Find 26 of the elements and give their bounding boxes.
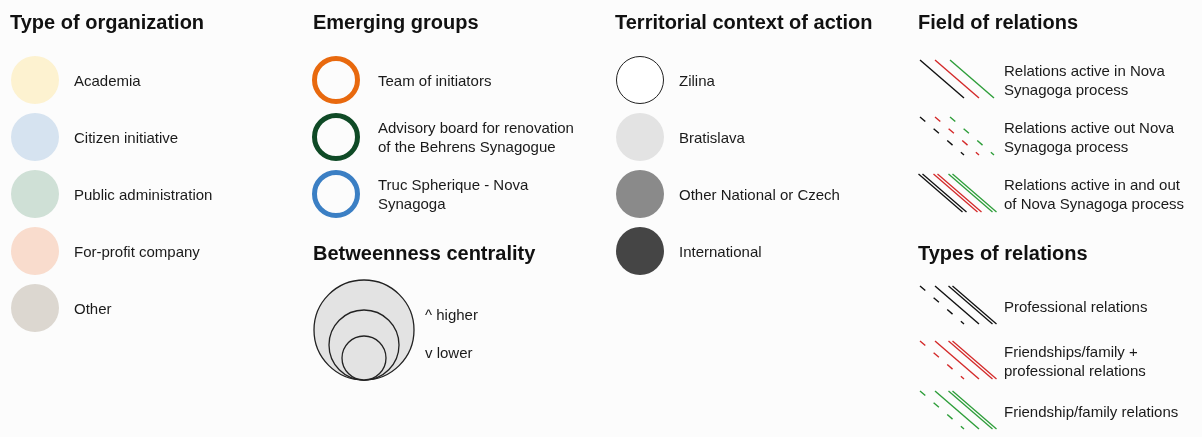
legend-text: ^ higher — [425, 305, 478, 324]
legend-text: Public administration — [74, 184, 214, 204]
section-heading: Field of relations — [918, 10, 1079, 34]
legend-text: Professional relations — [1004, 296, 1149, 316]
legend-text: Academia — [74, 70, 142, 90]
legend-text: Other — [74, 298, 113, 318]
section-heading: Betweenness centrality — [313, 241, 536, 265]
legend-text: International — [679, 241, 763, 261]
legend-text: Relations active out Nova Synagoga process — [1004, 118, 1176, 156]
legend-text: Friendships/family + professional relations — [1004, 342, 1147, 380]
legend-text: Relations active in Nova Synagoga process — [1004, 61, 1166, 99]
section-heading: Emerging groups — [313, 10, 479, 34]
section-heading: Territorial context of action — [615, 10, 873, 34]
legend-text: Truc Spherique - Nova Synagoga — [378, 175, 530, 213]
legend-text: Citizen initiative — [74, 127, 180, 147]
section-heading: Type of organization — [10, 10, 205, 34]
legend-text: Bratislava — [679, 127, 746, 147]
section-heading: Types of relations — [918, 241, 1088, 265]
legend-text: Relations active in and out of Nova Synagoga process — [1004, 175, 1186, 213]
legend-text: Team of initiators — [378, 70, 493, 90]
legend-text: Advisory board for renovation of the Behrens Synagogue — [378, 118, 575, 156]
legend-text: For-profit company — [74, 241, 201, 261]
legend-text: Other National or Czech — [679, 184, 841, 204]
legend-text: Friendship/family relations — [1004, 401, 1180, 421]
legend-text: v lower — [425, 343, 473, 362]
legend-text: Zilina — [679, 70, 716, 90]
